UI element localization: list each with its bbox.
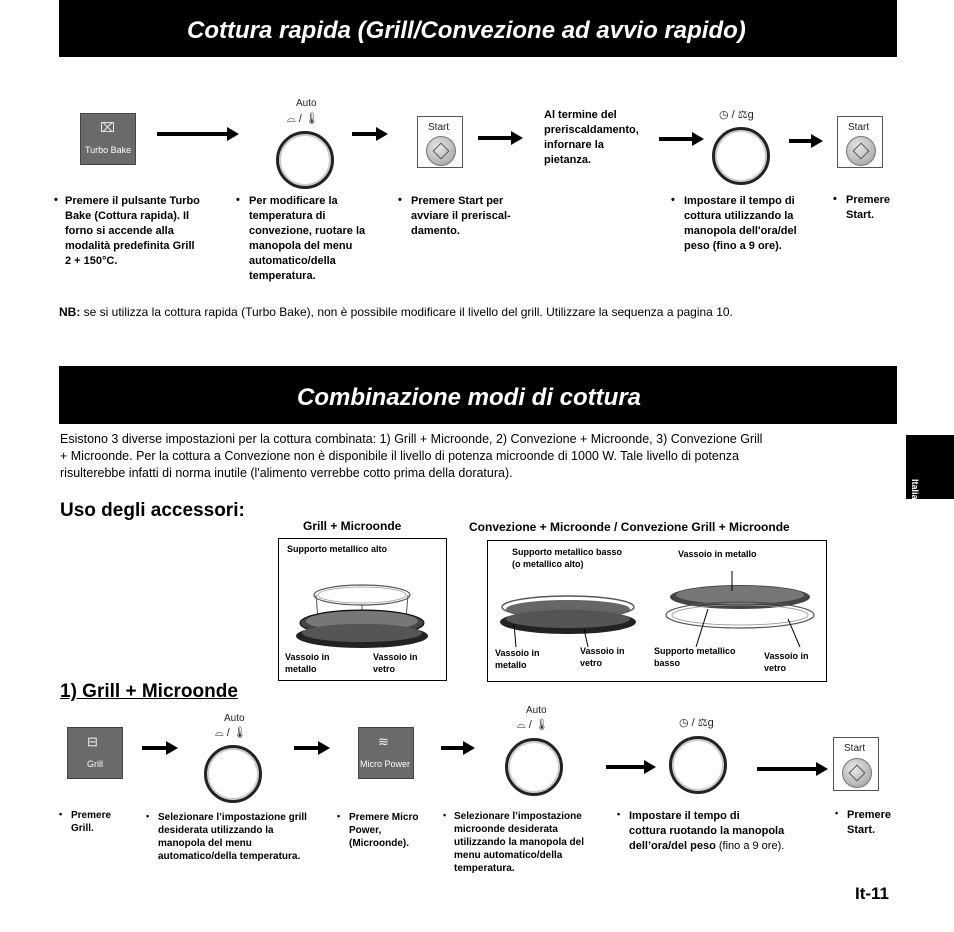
grill-icon: ⊟ [87, 734, 98, 749]
start-label: Start [428, 122, 450, 133]
clock-weight-icon: ◷ / ⚖g [719, 109, 754, 121]
grill-rack-illustration [296, 584, 428, 648]
top-banner-title: Cottura rapida (Grill/Convezione ad avvi… [187, 17, 746, 44]
bullet: • [833, 193, 837, 205]
grill-step-3: Premere Micro Power, (Microonde). [349, 812, 419, 849]
nb-label: NB: [59, 305, 81, 319]
bullet: • [671, 194, 675, 206]
nb-note: NB: se si utilizza la cottura rapida (Tu… [59, 305, 733, 319]
arrow-3 [478, 131, 523, 145]
micro-power-label: Micro Power [360, 759, 411, 769]
language-tab: Italiano [906, 435, 954, 511]
bullet: • [443, 810, 447, 820]
oven-thermometer-icon: ⌓ / 🌡 [215, 727, 247, 739]
start-label: Start [844, 743, 866, 754]
grill-step-1: Premere Grill. [71, 810, 112, 834]
arrow-8 [441, 741, 475, 755]
start-button-top-1[interactable]: Start [417, 116, 463, 168]
time-weight-dial[interactable] [712, 127, 770, 185]
micro-power-button[interactable]: ≋ Micro Power [358, 727, 414, 779]
start-icon [846, 136, 876, 166]
grill-step-5-normal: (fino a 9 ore). [715, 840, 785, 852]
label-upper-rack: Supporto metallico alto [287, 544, 388, 554]
preheat-note: Al termine del preriscaldamento, inforna… [544, 109, 639, 166]
label-lower-rack: Supporto metallico basso (o metallico al… [512, 547, 623, 569]
grill-step-2: Selezionare l’impostazione grill desider… [158, 812, 307, 862]
label-metal-tray: Vassoio in metallo [285, 652, 330, 674]
auto-label: Auto [296, 98, 317, 109]
mid-banner-title: Combinazione modi di cottura [297, 384, 642, 411]
intro-paragraph: Esistono 3 diverse impostazioni per la c… [60, 432, 763, 480]
clock-weight-icon: ◷ / ⚖g [679, 717, 714, 729]
turbo-bake-button[interactable]: ⌧ Turbo Bake [80, 113, 136, 165]
top-step-3: Premere Start per avviare il preriscal- … [411, 195, 511, 237]
auto-temperature-dial-micro[interactable] [505, 738, 563, 796]
top-step-1: Premere il pulsante Turbo Bake (Cottura … [65, 195, 200, 267]
start-icon [426, 136, 456, 166]
top-step-2: Per modificare la temperatura di convezi… [249, 195, 366, 282]
grill-micro-heading: 1) Grill + Microonde [60, 681, 238, 702]
arrow-10 [757, 762, 828, 776]
label-metal-tray-top: Vassoio in metallo [678, 549, 757, 559]
label-lower-rack-2: Supporto metallico basso [654, 646, 736, 668]
accessories-heading: Uso degli accessori: [60, 500, 245, 521]
top-step-4: Impostare il tempo di cottura utilizzand… [684, 195, 797, 252]
arrow-9 [606, 760, 656, 774]
arrow-6 [142, 741, 178, 755]
arrow-5 [789, 134, 823, 148]
mid-banner: Combinazione modi di cottura [59, 366, 897, 424]
label-metal-tray-bottom: Vassoio in metallo [495, 648, 540, 670]
turbo-bake-icon: ⌧ [100, 120, 115, 135]
grill-label: Grill [87, 759, 103, 769]
label-glass-tray-2: Vassoio in vetro [764, 651, 809, 673]
bullet: • [835, 808, 839, 818]
bullet: • [54, 194, 58, 206]
grill-step-4: Selezionare l’impostazione microonde des… [454, 811, 585, 874]
label-glass-tray: Vassoio in vetro [373, 652, 418, 674]
label-glass-tray-1: Vassoio in vetro [580, 646, 625, 668]
left-accessory-frame: Supporto metallico alto Vassoio in metal… [278, 538, 447, 681]
bullet: • [617, 809, 621, 819]
time-weight-dial-grill[interactable] [669, 736, 727, 794]
right-accessory-title: Convezione + Microonde / Convezione Gril… [469, 520, 790, 534]
page-number: It-11 [855, 884, 890, 903]
start-button-bottom[interactable]: Start [833, 737, 879, 791]
micro-power-icon: ≋ [378, 734, 389, 749]
convection-rack-illustration [500, 571, 815, 648]
start-icon [842, 758, 872, 788]
arrow-7 [294, 741, 330, 755]
auto-temperature-dial-grill[interactable] [204, 745, 262, 803]
right-accessory-frame: Supporto metallico basso (o metallico al… [487, 540, 827, 682]
bullet: • [236, 194, 240, 206]
start-label: Start [848, 122, 870, 133]
auto-label: Auto [526, 705, 547, 716]
bullet: • [146, 811, 150, 821]
arrow-2 [352, 127, 388, 141]
auto-temperature-dial[interactable] [276, 131, 334, 189]
top-step-5: Premere Start. [846, 194, 891, 221]
auto-label: Auto [224, 713, 245, 724]
bullet: • [59, 809, 63, 819]
grill-step-5-bold: Impostare il tempo di cottura ruotando l… [629, 810, 785, 852]
bullet: • [398, 194, 402, 206]
nb-text: se si utilizza la cottura rapida (Turbo … [80, 305, 733, 319]
oven-thermometer-icon: ⌓ / 🌡 [287, 113, 319, 125]
arrow-4 [659, 132, 704, 146]
left-accessory-title: Grill + Microonde [303, 519, 402, 533]
language-tab-label: Italiano [910, 479, 920, 511]
grill-step-6: Premere Start. [847, 809, 892, 836]
oven-thermometer-icon: ⌓ / 🌡 [517, 719, 549, 731]
arrow-1 [157, 127, 239, 141]
start-button-top-2[interactable]: Start [837, 116, 883, 168]
grill-button[interactable]: ⊟ Grill [67, 727, 123, 779]
bullet: • [337, 811, 341, 821]
grill-step-5: Impostare il tempo di cottura ruotando l… [629, 809, 784, 854]
top-banner: Cottura rapida (Grill/Convezione ad avvi… [59, 0, 897, 57]
turbo-bake-label: Turbo Bake [85, 145, 132, 155]
